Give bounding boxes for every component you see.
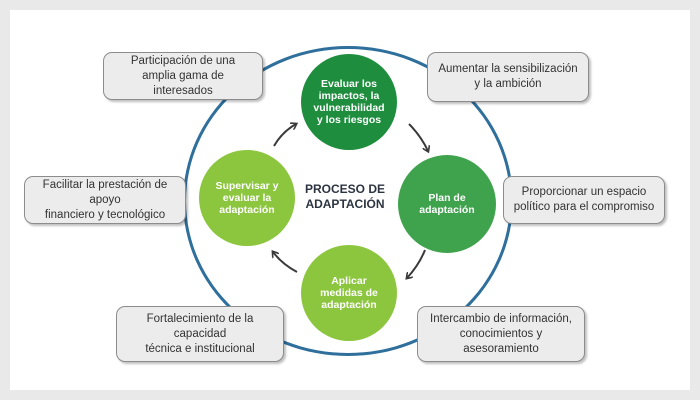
step-plan-adaptacion: Plan de adaptación <box>398 155 496 253</box>
step-label: Evaluar los impactos, la vulnerabilidad … <box>313 78 385 126</box>
outer-box-apoyo: Facilitar la prestación de apoyo financi… <box>24 176 186 224</box>
arrow-plan-to-aplicar <box>407 249 426 278</box>
arrow-supervisar-to-evaluar <box>273 124 296 147</box>
arrow-aplicar-to-supervisar <box>273 252 298 273</box>
center-title: PROCESO DE ADAPTACIÓN <box>304 182 385 211</box>
outer-box-text: Participación de una amplia gama de inte… <box>130 54 236 97</box>
step-label: Aplicar medidas de adaptación <box>320 275 378 311</box>
step-aplicar-medidas: Aplicar medidas de adaptación <box>301 245 397 341</box>
outer-box-text: Intercambio de información, conocimiento… <box>430 312 572 355</box>
step-supervisar-evaluar: Supervisar y evaluar la adaptación <box>199 150 295 246</box>
step-evaluar-impactos: Evaluar los impactos, la vulnerabilidad … <box>301 54 397 150</box>
outer-box-text: Aumentar la sensibilización y la ambició… <box>438 63 578 90</box>
outer-box-capacidad: Fortalecimiento de la capacidad técnica … <box>116 306 284 362</box>
outer-box-text: Proporcionar un espacio político para el… <box>513 186 655 213</box>
outer-box-intercambio: Intercambio de información, conocimiento… <box>417 306 585 362</box>
step-label: Plan de adaptación <box>419 192 475 216</box>
step-label: Supervisar y evaluar la adaptación <box>215 180 279 216</box>
arrow-evaluar-to-plan <box>408 123 428 151</box>
outer-box-text: Fortalecimiento de la capacidad técnica … <box>145 312 255 355</box>
outer-box-text: Facilitar la prestación de apoyo financi… <box>42 178 168 221</box>
outer-box-sensibilizacion: Aumentar la sensibilización y la ambició… <box>427 52 589 102</box>
outer-box-participacion: Participación de una amplia gama de inte… <box>103 52 263 100</box>
outer-box-espacio-politico: Proporcionar un espacio político para el… <box>503 176 665 224</box>
